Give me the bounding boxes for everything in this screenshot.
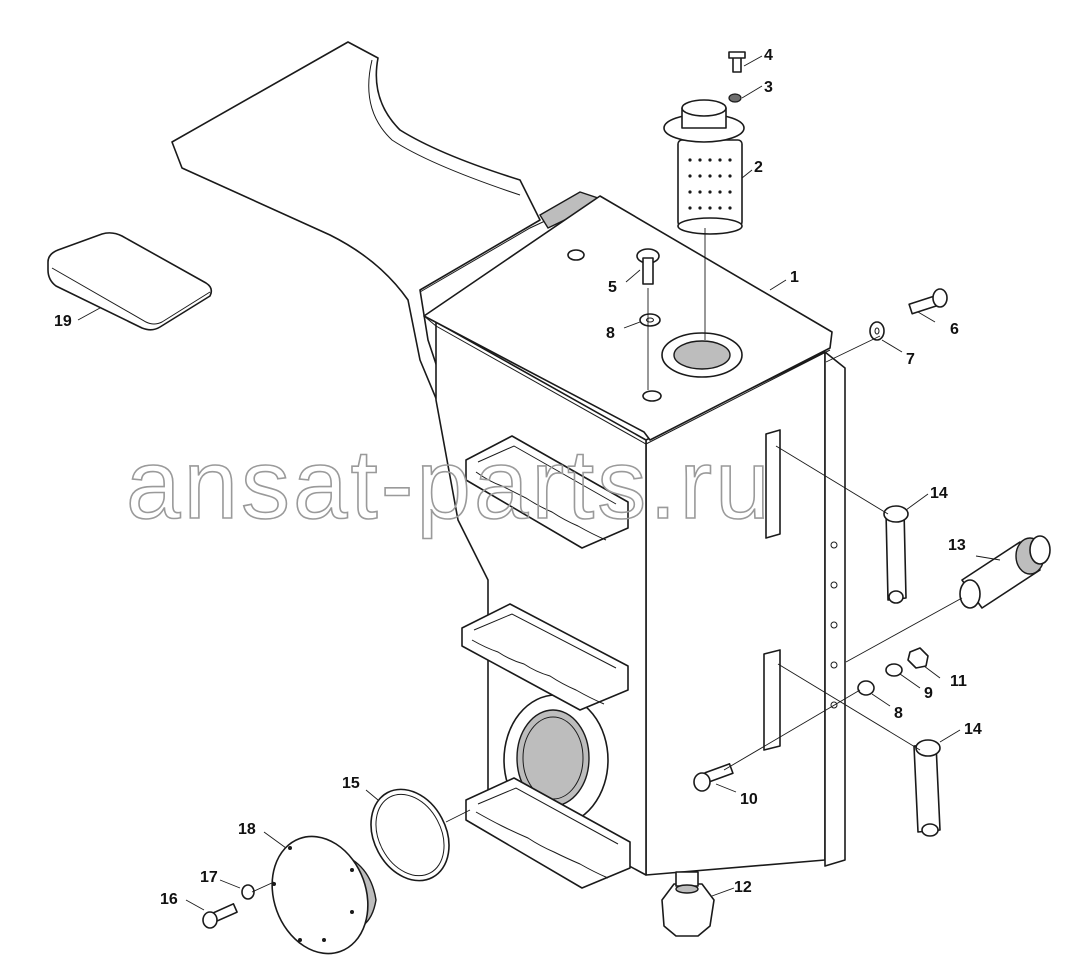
callout-8-top: 8 xyxy=(606,325,615,342)
callout-5: 5 xyxy=(608,279,617,296)
callout-7: 7 xyxy=(906,351,915,368)
part-step-body xyxy=(171,41,599,601)
callout-9: 9 xyxy=(924,685,933,702)
leader-lines xyxy=(77,55,1001,911)
part-bolt-4 xyxy=(728,51,746,73)
part-bracket-upper-fixed xyxy=(765,429,781,539)
part-washer-8-top xyxy=(639,313,661,327)
callout-13: 13 xyxy=(948,537,966,554)
part-bolt-16 xyxy=(202,903,238,929)
callout-14-lower: 14 xyxy=(964,721,982,738)
callout-15: 15 xyxy=(342,775,360,792)
callout-14-upper: 14 xyxy=(930,485,948,502)
callout-2: 2 xyxy=(754,159,763,176)
part-washer-7 xyxy=(869,321,885,341)
callout-8-lower: 8 xyxy=(894,705,903,722)
part-washer-17 xyxy=(241,884,255,900)
watermark-text: ansat-parts.ru xyxy=(126,429,773,539)
part-bolt-6 xyxy=(908,288,948,315)
part-filter xyxy=(663,99,745,235)
part-bracket-lower-fixed xyxy=(763,649,781,751)
callout-1: 1 xyxy=(790,269,799,286)
part-step-lower xyxy=(465,777,631,889)
part-nut-3 xyxy=(728,93,742,103)
part-breather-13 xyxy=(959,535,1051,609)
part-floor-mat xyxy=(47,232,213,331)
part-step-middle xyxy=(461,603,629,711)
part-nut-11 xyxy=(907,647,929,669)
part-step-upper xyxy=(465,435,629,549)
callout-10: 10 xyxy=(740,791,758,808)
callout-12: 12 xyxy=(734,879,752,896)
part-washer-9 xyxy=(885,663,903,677)
part-link-14-upper xyxy=(883,505,909,604)
callout-18: 18 xyxy=(238,821,256,838)
part-drain-plug-12 xyxy=(661,871,715,937)
part-o-ring-15 xyxy=(370,788,450,882)
callout-3: 3 xyxy=(764,79,773,96)
part-link-14-lower xyxy=(913,739,941,837)
part-cover-18 xyxy=(271,835,377,955)
part-washer-8-lower xyxy=(857,680,875,696)
callout-16: 16 xyxy=(160,891,178,908)
part-bolt-5 xyxy=(636,248,660,285)
callout-6: 6 xyxy=(950,321,959,338)
callout-11: 11 xyxy=(950,673,967,690)
callout-4: 4 xyxy=(764,47,773,64)
callout-19: 19 xyxy=(54,313,72,330)
callout-17: 17 xyxy=(200,869,218,886)
